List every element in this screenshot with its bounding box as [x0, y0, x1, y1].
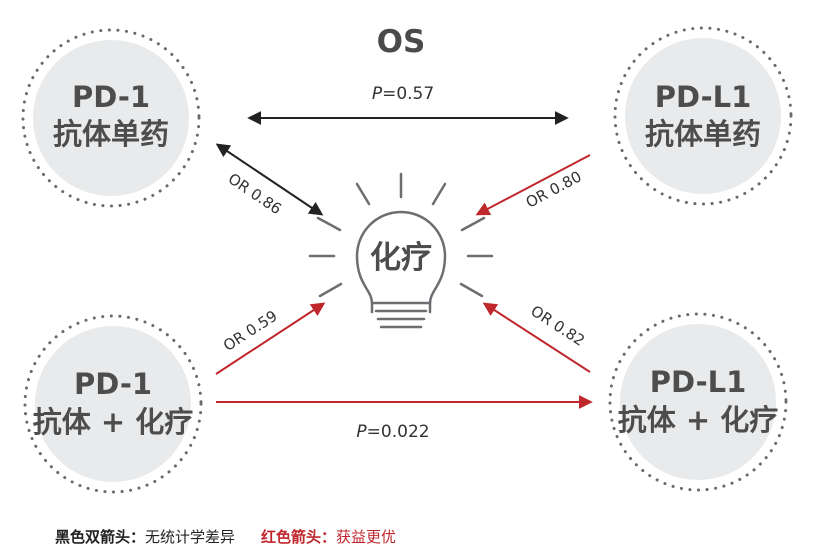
- lightbulb-base: [370, 301, 432, 329]
- node-circle: [35, 326, 191, 482]
- lightbulb-glass: [355, 210, 447, 305]
- legend-black-key: 黑色双箭头：: [55, 528, 146, 546]
- or-label-pd1-combo: OR 0.59: [220, 307, 280, 355]
- node-pdl1-combination: PD-L1 抗体 + 化疗: [608, 312, 788, 492]
- red-arrow-pdl1-mono-chemo: [475, 154, 591, 216]
- double-arrow-pd1-mono-chemo: [215, 143, 324, 216]
- node-label-line2: 抗体 + 化疗: [33, 405, 194, 439]
- node-label-line1: PD-1: [72, 80, 150, 114]
- node-dotted-ring: [21, 28, 201, 208]
- red-arrow-pd1-combo-chemo: [215, 302, 326, 375]
- p-value-top: P=0.57: [372, 84, 434, 104]
- legend-red-key: 红色箭头：: [261, 528, 337, 546]
- node-label-line2: 抗体单药: [53, 117, 169, 151]
- node-circle: [620, 324, 776, 480]
- node-label-line1: PD-1: [74, 367, 152, 401]
- node-label-line1: PD-L1: [655, 80, 752, 114]
- red-arrow-pdl1-combo-chemo: [482, 302, 591, 373]
- legend: 黑色双箭头：无统计学差异 红色箭头：获益更优: [55, 526, 396, 547]
- diagram-title: OS: [377, 24, 426, 60]
- node-pdl1-monotherapy: PD-L1 抗体单药: [613, 26, 793, 206]
- node-dotted-ring: [613, 26, 793, 206]
- node-circle: [625, 38, 781, 194]
- lightbulb-icon: 化疗: [308, 172, 494, 329]
- or-label-pd1-mono: OR 0.86: [225, 170, 285, 219]
- node-circle: [33, 40, 189, 196]
- lightbulb-rays: [308, 172, 494, 298]
- legend-red-value: 获益更优: [336, 528, 397, 546]
- node-dotted-ring: [608, 312, 788, 492]
- node-label-line1: PD-L1: [650, 365, 747, 399]
- node-pd1-combination: PD-1 抗体 + 化疗: [23, 314, 203, 494]
- legend-black-value: 无统计学差异: [145, 528, 236, 546]
- node-label-line2: 抗体 + 化疗: [618, 403, 779, 437]
- node-dotted-ring: [23, 314, 203, 494]
- node-label-line2: 抗体单药: [645, 117, 761, 151]
- node-pd1-monotherapy: PD-1 抗体单药: [21, 28, 201, 208]
- comparison-diagram: OS PD-1 抗体单药 PD-L1 抗体单药 PD-1 抗体 + 化疗 PD-…: [21, 24, 793, 494]
- center-chemo-label: 化疗: [370, 240, 432, 276]
- or-label-pdl1-combo: OR 0.82: [527, 302, 587, 350]
- p-value-bottom: P=0.022: [356, 422, 429, 442]
